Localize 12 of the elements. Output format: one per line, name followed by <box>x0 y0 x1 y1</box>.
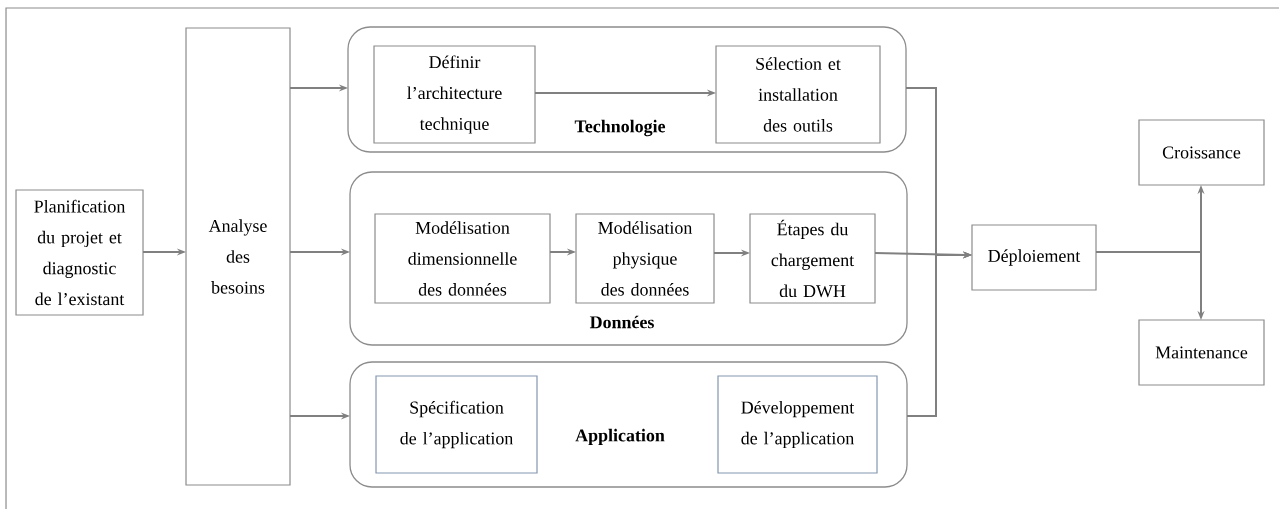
process-box: Modélisation dimensionnelle des données <box>374 213 551 304</box>
process-box: Déploiement <box>971 224 1097 291</box>
process-box: Maintenance <box>1138 319 1265 386</box>
process-box: Sélection et installation des outils <box>715 45 881 144</box>
process-box: Définir l’architecture technique <box>373 45 536 144</box>
process-box: Spécification de l’application <box>375 375 538 474</box>
process-box: Modélisation physique des données <box>575 213 715 304</box>
process-box: Développement de l’application <box>717 375 878 474</box>
process-box: Étapes du chargement du DWH <box>749 213 876 304</box>
process-box: Analyse des besoins <box>185 27 291 486</box>
process-box: Croissance <box>1138 119 1265 186</box>
process-box: Planification du projet et diagnostic de l’existant <box>15 189 144 316</box>
